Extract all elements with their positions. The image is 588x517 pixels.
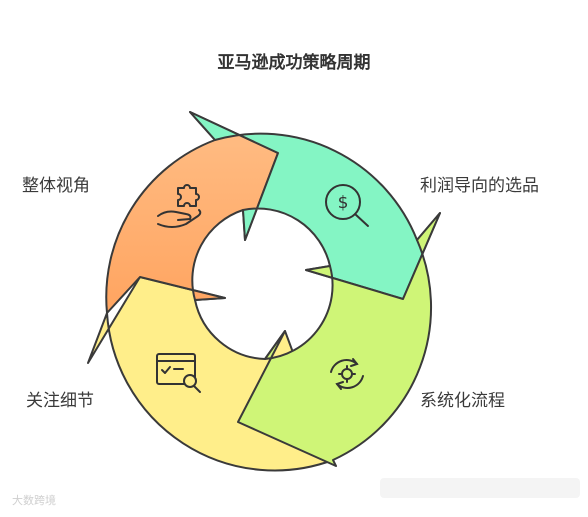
dollar-symbol: $ (338, 193, 349, 213)
watermark-badge (380, 478, 580, 498)
puzzle-hand-icon (157, 184, 202, 228)
window-search-icon (156, 353, 201, 393)
gear-cycle-icon (330, 358, 364, 390)
label-holistic-view: 整体视角 (22, 176, 90, 196)
label-systematic-process: 系统化流程 (420, 391, 505, 411)
segment-lime (237, 212, 441, 467)
watermark-text: 大数跨境 (12, 494, 56, 507)
diagram-title: 亚马逊成功策略周期 (217, 53, 371, 73)
dollar-search-icon (325, 184, 369, 227)
label-profit-driven-selection: 利润导向的选品 (420, 176, 539, 196)
label-attention-to-detail: 关注细节 (26, 391, 94, 411)
